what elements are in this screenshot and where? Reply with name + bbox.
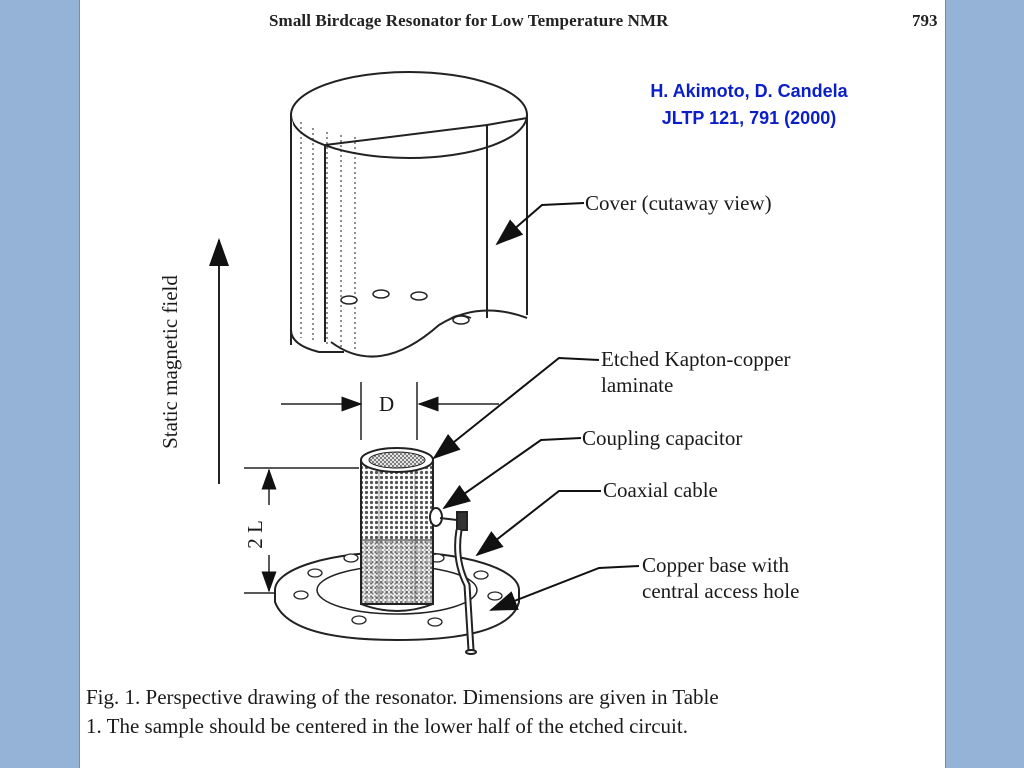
label-laminate: Etched Kapton-copper laminate [601,346,791,398]
laminate-leader [432,356,600,460]
label-static-field: Static magnetic field [158,275,182,449]
label-laminate-line1: Etched Kapton-copper [601,347,791,371]
citation-reference: JLTP 121, 791 (2000) [661,108,837,128]
capacitor-leader [442,437,582,510]
etched-laminate-tube [360,447,434,612]
figure-caption: Fig. 1. Perspective drawing of the reson… [86,683,941,741]
base-leader [489,565,640,611]
citation: H. Akimoto, D. Candela JLTP 121, 791 (20… [599,78,899,132]
slide: Small Birdcage Resonator for Low Tempera… [79,0,946,768]
leader-lines [432,202,640,611]
coupling-capacitor-and-coax [429,507,477,655]
slide-left-edge [79,0,80,768]
label-base-line1: Copper base with [642,553,789,577]
page-number: 793 [912,11,938,30]
label-diameter: D [379,392,395,416]
coax-leader [475,490,601,557]
cover-bottom-rim [330,309,528,358]
label-laminate-line2: laminate [601,373,674,397]
citation-authors: H. Akimoto, D. Candela [650,81,848,101]
caption-line-2: 1. The sample should be centered in the … [86,714,688,738]
label-coax: Coaxial cable [603,478,718,502]
caption-line-1: Fig. 1. Perspective drawing of the reson… [86,685,719,709]
label-cover: Cover (cutaway view) [585,191,772,215]
label-capacitor: Coupling capacitor [582,426,743,450]
resonator-drawing [209,71,640,655]
label-length: 2 L [242,520,267,549]
label-base-line2: central access hole [642,579,800,603]
label-base: Copper base with central access hole [642,552,799,604]
dimension-d [281,382,499,440]
slide-right-edge [945,0,946,768]
running-head: Small Birdcage Resonator for Low Tempera… [269,11,669,30]
cover-cutaway [290,71,528,358]
cover-leader [495,202,585,246]
